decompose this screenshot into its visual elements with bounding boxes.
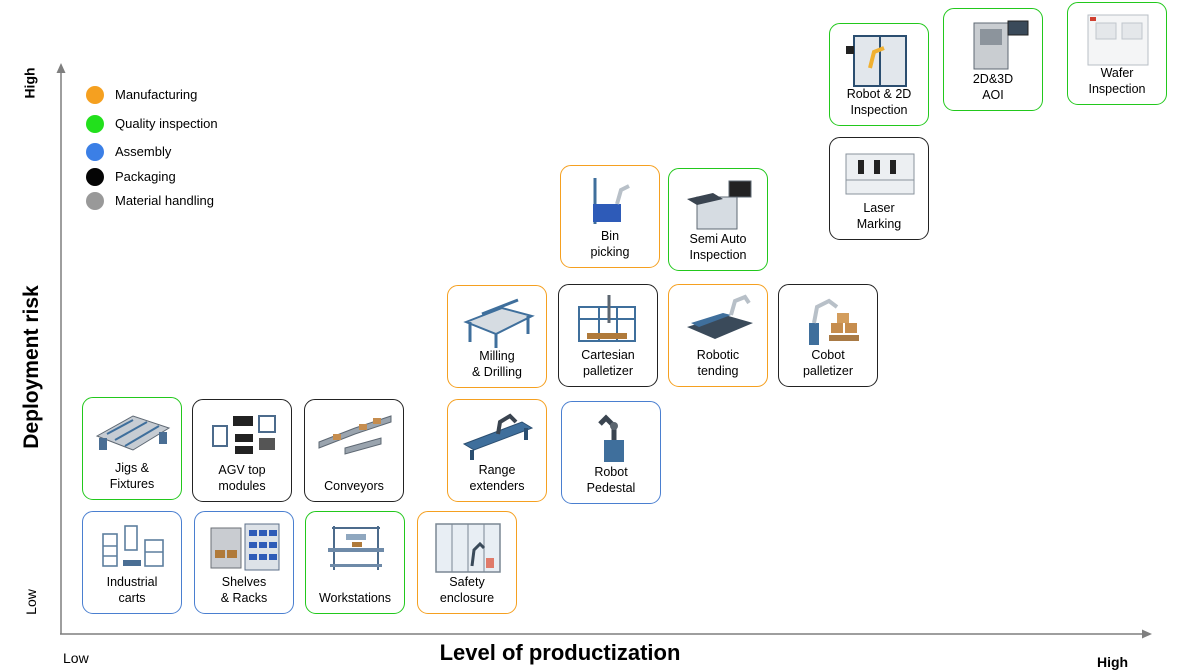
- card-semi-auto-inspection: Semi Auto Inspection: [668, 168, 768, 271]
- card-shelves-racks: Shelves & Racks: [194, 511, 294, 614]
- card-label: Laser Marking: [856, 201, 902, 231]
- x-axis-low-label: Low: [63, 650, 89, 666]
- card-label: Wafer Inspection: [1088, 66, 1146, 96]
- legend-label: Packaging: [115, 168, 176, 184]
- legend-label: Assembly: [115, 144, 172, 159]
- card-label: Milling & Drilling: [471, 349, 522, 379]
- y-axis-title: Deployment risk: [20, 285, 43, 449]
- robotic-tending-icon: [687, 294, 753, 339]
- card-label: Cartesian palletizer: [581, 348, 635, 378]
- card-2d-3d-aoi: 2D&3D AOI: [943, 8, 1043, 111]
- card-label: Robot & 2D Inspection: [846, 87, 912, 117]
- conveyor-icon: [318, 415, 392, 455]
- cobot-palletizer-icon: [809, 298, 859, 345]
- y-axis-arrowhead: [56, 63, 66, 73]
- manufacturing-dot-icon: [86, 86, 104, 104]
- card-bin-picking: Bin picking: [560, 165, 660, 268]
- range-extender-icon: [462, 413, 534, 460]
- card-label: AGV top modules: [218, 463, 266, 493]
- card-label: Safety enclosure: [439, 575, 495, 605]
- packaging-dot-icon: [86, 167, 104, 186]
- quality-inspection-dot-icon: [86, 114, 104, 133]
- card-label: Cobot palletizer: [802, 348, 854, 378]
- card-label: Conveyors: [324, 479, 384, 493]
- cartesian-palletizer-icon: [578, 295, 636, 342]
- milling-drilling-icon: [463, 298, 535, 348]
- legend-label: Quality inspection: [115, 115, 218, 131]
- card-laser-marking: Laser Marking: [829, 137, 929, 240]
- industrial-carts-icon: [102, 525, 164, 567]
- card-cartesian-palletizer: Cartesian palletizer: [558, 284, 658, 387]
- card-range-extenders: Range extenders: [447, 399, 547, 502]
- assembly-dot-icon: [86, 143, 104, 161]
- card-agv-top-modules: AGV top modules: [192, 399, 292, 502]
- agv-module-icon: [212, 415, 276, 454]
- card-robot-pedestal: Robot Pedestal: [561, 401, 661, 504]
- card-wafer-inspection: Wafer Inspection: [1067, 2, 1167, 105]
- card-workstations: Workstations: [305, 511, 405, 614]
- card-label: Range extenders: [469, 463, 525, 493]
- x-axis-title: Level of productization: [439, 640, 681, 665]
- legend-label: Manufacturing: [115, 87, 198, 102]
- card-label: Semi Auto Inspection: [689, 232, 747, 262]
- legend-label: Material handling: [115, 193, 215, 208]
- jig-fixture-icon: [95, 415, 171, 451]
- card-label: Workstations: [318, 591, 391, 605]
- card-milling-drilling: Milling & Drilling: [447, 285, 547, 388]
- bin-picking-icon: [593, 178, 630, 224]
- workstation-icon: [328, 526, 384, 570]
- card-cobot-palletizer: Cobot palletizer: [778, 284, 878, 387]
- aoi-machine-icon: [973, 20, 1029, 70]
- card-label: Bin picking: [590, 229, 630, 259]
- x-axis-arrowhead: [1142, 629, 1152, 639]
- card-label: Robot Pedestal: [586, 465, 636, 495]
- wafer-inspection-icon: [1087, 14, 1149, 66]
- card-label: Robotic tending: [696, 348, 740, 378]
- safety-enclosure-icon: [435, 523, 501, 573]
- card-industrial-carts: Industrial carts: [82, 511, 182, 614]
- x-axis-high-label: High: [1097, 654, 1129, 670]
- card-jigs-fixtures: Jigs & Fixtures: [82, 397, 182, 500]
- shelves-racks-icon: [210, 523, 280, 571]
- robot-pedestal-icon: [598, 414, 624, 462]
- material-handling-dot-icon: [86, 192, 104, 210]
- card-robotic-tending: Robotic tending: [668, 284, 768, 387]
- laser-marking-icon: [845, 153, 915, 195]
- card-label: 2D&3D AOI: [972, 72, 1014, 102]
- card-robot-2d-inspection: Robot & 2D Inspection: [829, 23, 929, 126]
- y-axis-high-label: High: [21, 67, 38, 99]
- card-label: Shelves & Racks: [220, 575, 268, 605]
- semi-auto-inspection-icon: [687, 180, 752, 230]
- y-axis-low-label: Low: [22, 589, 39, 615]
- card-label: Industrial carts: [106, 575, 158, 605]
- card-conveyors: Conveyors: [304, 399, 404, 502]
- robot-2d-inspection-icon: [846, 35, 907, 87]
- card-safety-enclosure: Safety enclosure: [417, 511, 517, 614]
- card-label: Jigs & Fixtures: [109, 461, 155, 491]
